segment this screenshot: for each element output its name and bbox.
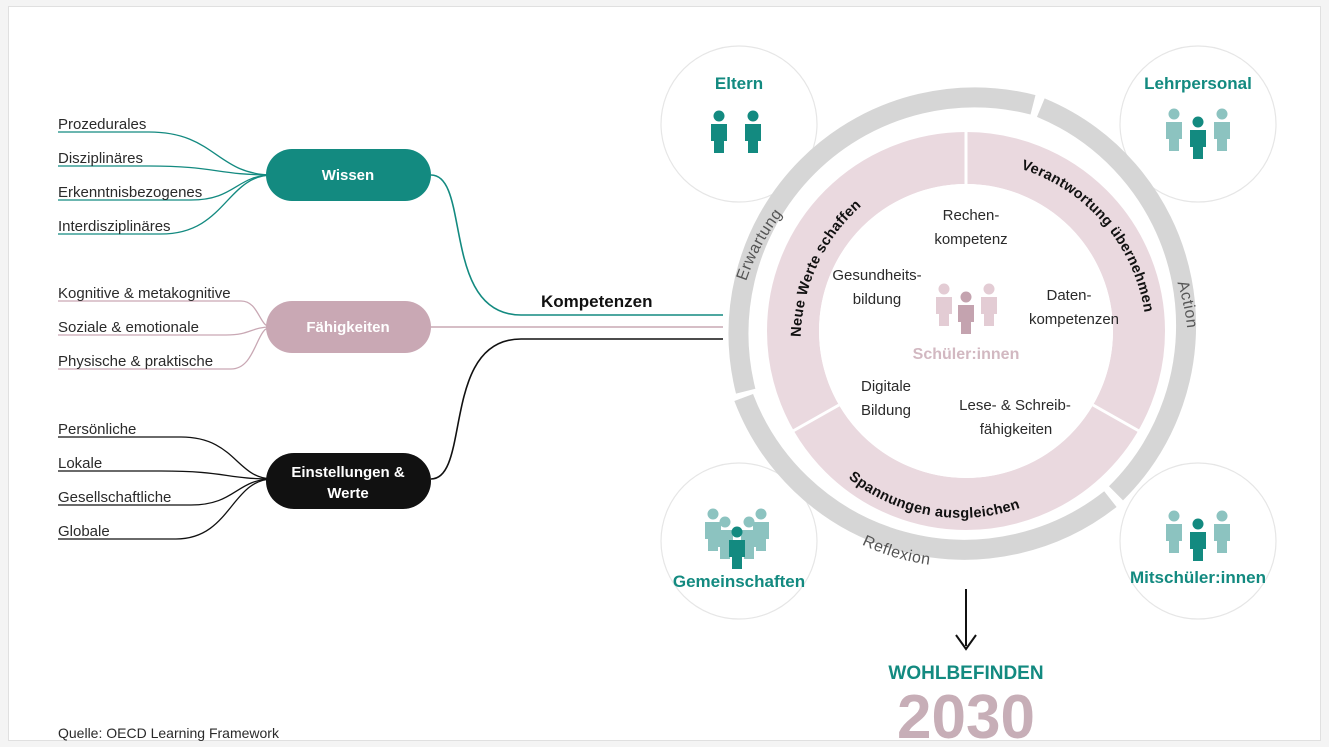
inner-rechen-line2: kompetenz bbox=[934, 231, 1007, 248]
wissen-pill bbox=[266, 149, 431, 201]
inner-daten-line2: kompetenzen bbox=[1029, 311, 1119, 328]
source-note: Quelle: OECD Learning Framework bbox=[58, 725, 280, 741]
faehigkeiten-branch: Kognitive & metakognitive Soziale & emot… bbox=[58, 285, 431, 370]
wissen-item-interdisziplinaeres: Interdisziplinäres bbox=[58, 218, 171, 235]
faehigkeiten-item-kognitive: Kognitive & metakognitive bbox=[58, 285, 231, 302]
outcome-year: 2030 bbox=[897, 683, 1035, 742]
faehigkeiten-pill bbox=[266, 301, 431, 353]
center-label: Schüler:innen bbox=[913, 346, 1020, 363]
group-gemeinschaften: Gemeinschaften bbox=[660, 462, 818, 620]
inner-rechen-line1: Rechen- bbox=[943, 207, 1000, 224]
group-mitschueler-label: Mitschüler:innen bbox=[1130, 568, 1266, 587]
inner-gesundheit-line2: bildung bbox=[853, 291, 901, 308]
einstellungen-label-line1: Einstellungen & bbox=[291, 464, 405, 481]
group-eltern-label: Eltern bbox=[715, 74, 763, 93]
group-lehrpersonal-label: Lehrpersonal bbox=[1144, 74, 1252, 93]
group-gemeinschaften-label: Gemeinschaften bbox=[673, 572, 805, 591]
competence-compass: Erwartung Action Reflexion Neue Werte sc… bbox=[728, 87, 1200, 569]
faehigkeiten-item-physische: Physische & praktische bbox=[58, 353, 213, 370]
ring-segment-action bbox=[1036, 98, 1197, 501]
ring-segment-erwartung bbox=[728, 87, 1036, 394]
inner-lese-line2: fähigkeiten bbox=[980, 421, 1053, 438]
einstellungen-item-persoenliche: Persönliche bbox=[58, 421, 136, 438]
oecd-framework-diagram: Prozedurales Disziplinäres Erkenntnisbez… bbox=[58, 45, 1277, 747]
wissen-label: Wissen bbox=[322, 167, 374, 184]
einstellungen-pill bbox=[266, 453, 431, 509]
group-lehrpersonal: Lehrpersonal bbox=[1119, 45, 1277, 203]
outcome-label: WOHLBEFINDEN bbox=[888, 663, 1043, 684]
inner-digital-line1: Digitale bbox=[861, 378, 911, 395]
outcome: WOHLBEFINDEN 2030 bbox=[888, 589, 1044, 747]
wissen-item-prozedurales: Prozedurales bbox=[58, 116, 146, 133]
einstellungen-item-lokale: Lokale bbox=[58, 455, 102, 472]
group-mitschueler: Mitschüler:innen bbox=[1119, 462, 1277, 620]
diagram-frame: Prozedurales Disziplinäres Erkenntnisbez… bbox=[8, 6, 1321, 747]
faehigkeiten-item-soziale: Soziale & emotionale bbox=[58, 319, 199, 336]
inner-gesundheit-line1: Gesundheits- bbox=[832, 267, 921, 284]
kompetenzen-label: Kompetenzen bbox=[541, 292, 652, 311]
wissen-item-disziplinaeres: Disziplinäres bbox=[58, 150, 143, 167]
einstellungen-label-line2: Werte bbox=[327, 485, 368, 502]
einstellungen-branch: Persönliche Lokale Gesellschaftliche Glo… bbox=[58, 421, 431, 540]
inner-daten-line1: Daten- bbox=[1046, 287, 1091, 304]
einstellungen-item-globale: Globale bbox=[58, 523, 110, 540]
wissen-item-erkenntnisbezogenes: Erkenntnisbezogenes bbox=[58, 184, 202, 201]
group-eltern: Eltern bbox=[660, 45, 818, 203]
inner-lese-line1: Lese- & Schreib- bbox=[959, 397, 1071, 414]
wissen-branch: Prozedurales Disziplinäres Erkenntnisbez… bbox=[58, 116, 431, 235]
inner-digital-line2: Bildung bbox=[861, 402, 911, 419]
einstellungen-item-gesellschaftliche: Gesellschaftliche bbox=[58, 489, 171, 506]
arrow-head-icon bbox=[955, 634, 977, 651]
faehigkeiten-label: Fähigkeiten bbox=[306, 319, 389, 336]
kompetenzen-connectors: Kompetenzen bbox=[430, 174, 723, 480]
ring-segment-reflexion bbox=[734, 393, 1117, 560]
